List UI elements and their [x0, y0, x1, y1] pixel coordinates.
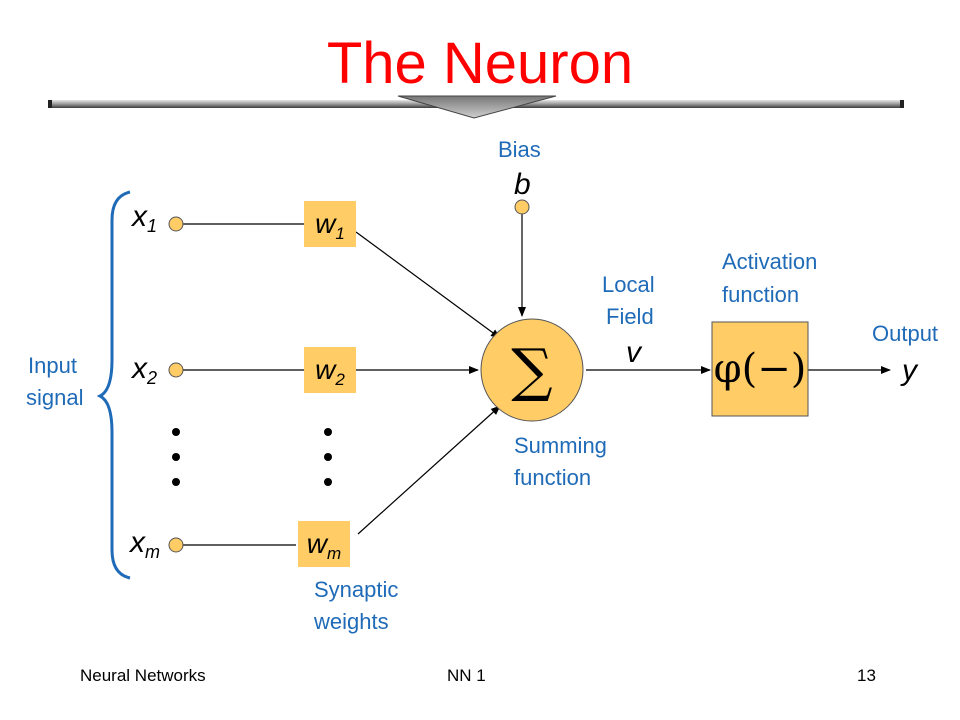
weight-label-w1: w1: [315, 208, 345, 243]
input-label-x1: x1: [132, 200, 158, 236]
weight-box-w2: w2: [304, 347, 356, 393]
summing-function-label-line1: Summing: [514, 433, 607, 458]
weight-ellipsis: [324, 428, 332, 486]
weight-box-wm: wm: [298, 521, 350, 567]
footer-page-number: 13: [857, 666, 876, 685]
input-label-x2: x2: [132, 352, 158, 388]
input-node-x1: [168, 216, 184, 232]
input-ellipsis: [172, 428, 180, 486]
input-node-x2: [168, 362, 184, 378]
sigma-symbol: ∑: [511, 336, 553, 404]
activation-box: [711, 321, 809, 417]
activation-label-line2: function: [722, 282, 800, 307]
synaptic-weights-label-line1: Synaptic: [314, 577, 399, 602]
page-title: The Neuron: [326, 31, 634, 96]
synaptic-weights-label-line2: weights: [314, 609, 389, 634]
weight-box-w1: w1: [304, 201, 356, 247]
footer-section: NN 1: [447, 666, 486, 685]
input-signal-label-line2: signal: [26, 385, 84, 410]
weight-label-w2: w2: [315, 354, 345, 389]
input-label-xm: xm: [130, 526, 160, 562]
arrow-w1-sum: [355, 231, 501, 339]
output-label: Output: [872, 321, 939, 346]
input-node-xm: [168, 537, 184, 553]
local-field-label-line1: Local: [602, 272, 655, 297]
input-brace: [96, 190, 131, 580]
bias-label: Bias: [498, 137, 541, 162]
phi-symbol: φ(−): [713, 346, 807, 392]
summing-function-label-line2: function: [514, 465, 592, 490]
local-field-label-line2: Field: [606, 304, 654, 329]
summing-junction: [480, 318, 584, 422]
bias-node: [514, 199, 530, 215]
activation-label-line1: Activation: [722, 249, 818, 274]
arrow-wm-sum: [357, 405, 501, 535]
title-divider: [48, 95, 904, 119]
local-field-symbol: v: [626, 336, 641, 369]
bias-symbol: b: [514, 168, 531, 201]
footer-course: Neural Networks: [80, 666, 206, 685]
output-symbol: y: [902, 354, 917, 387]
weight-label-wm: wm: [306, 528, 342, 563]
input-signal-label-line1: Input: [28, 353, 77, 378]
